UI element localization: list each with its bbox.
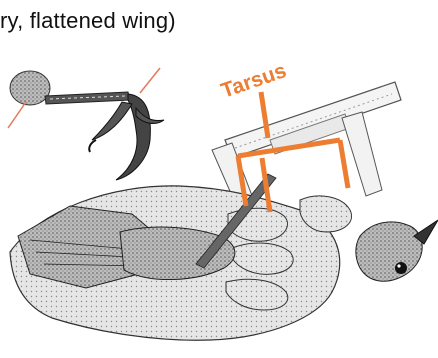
tarsus-label: Tarsus (218, 59, 289, 103)
bird-foot-sketch (10, 71, 164, 180)
bird-head (356, 220, 438, 281)
